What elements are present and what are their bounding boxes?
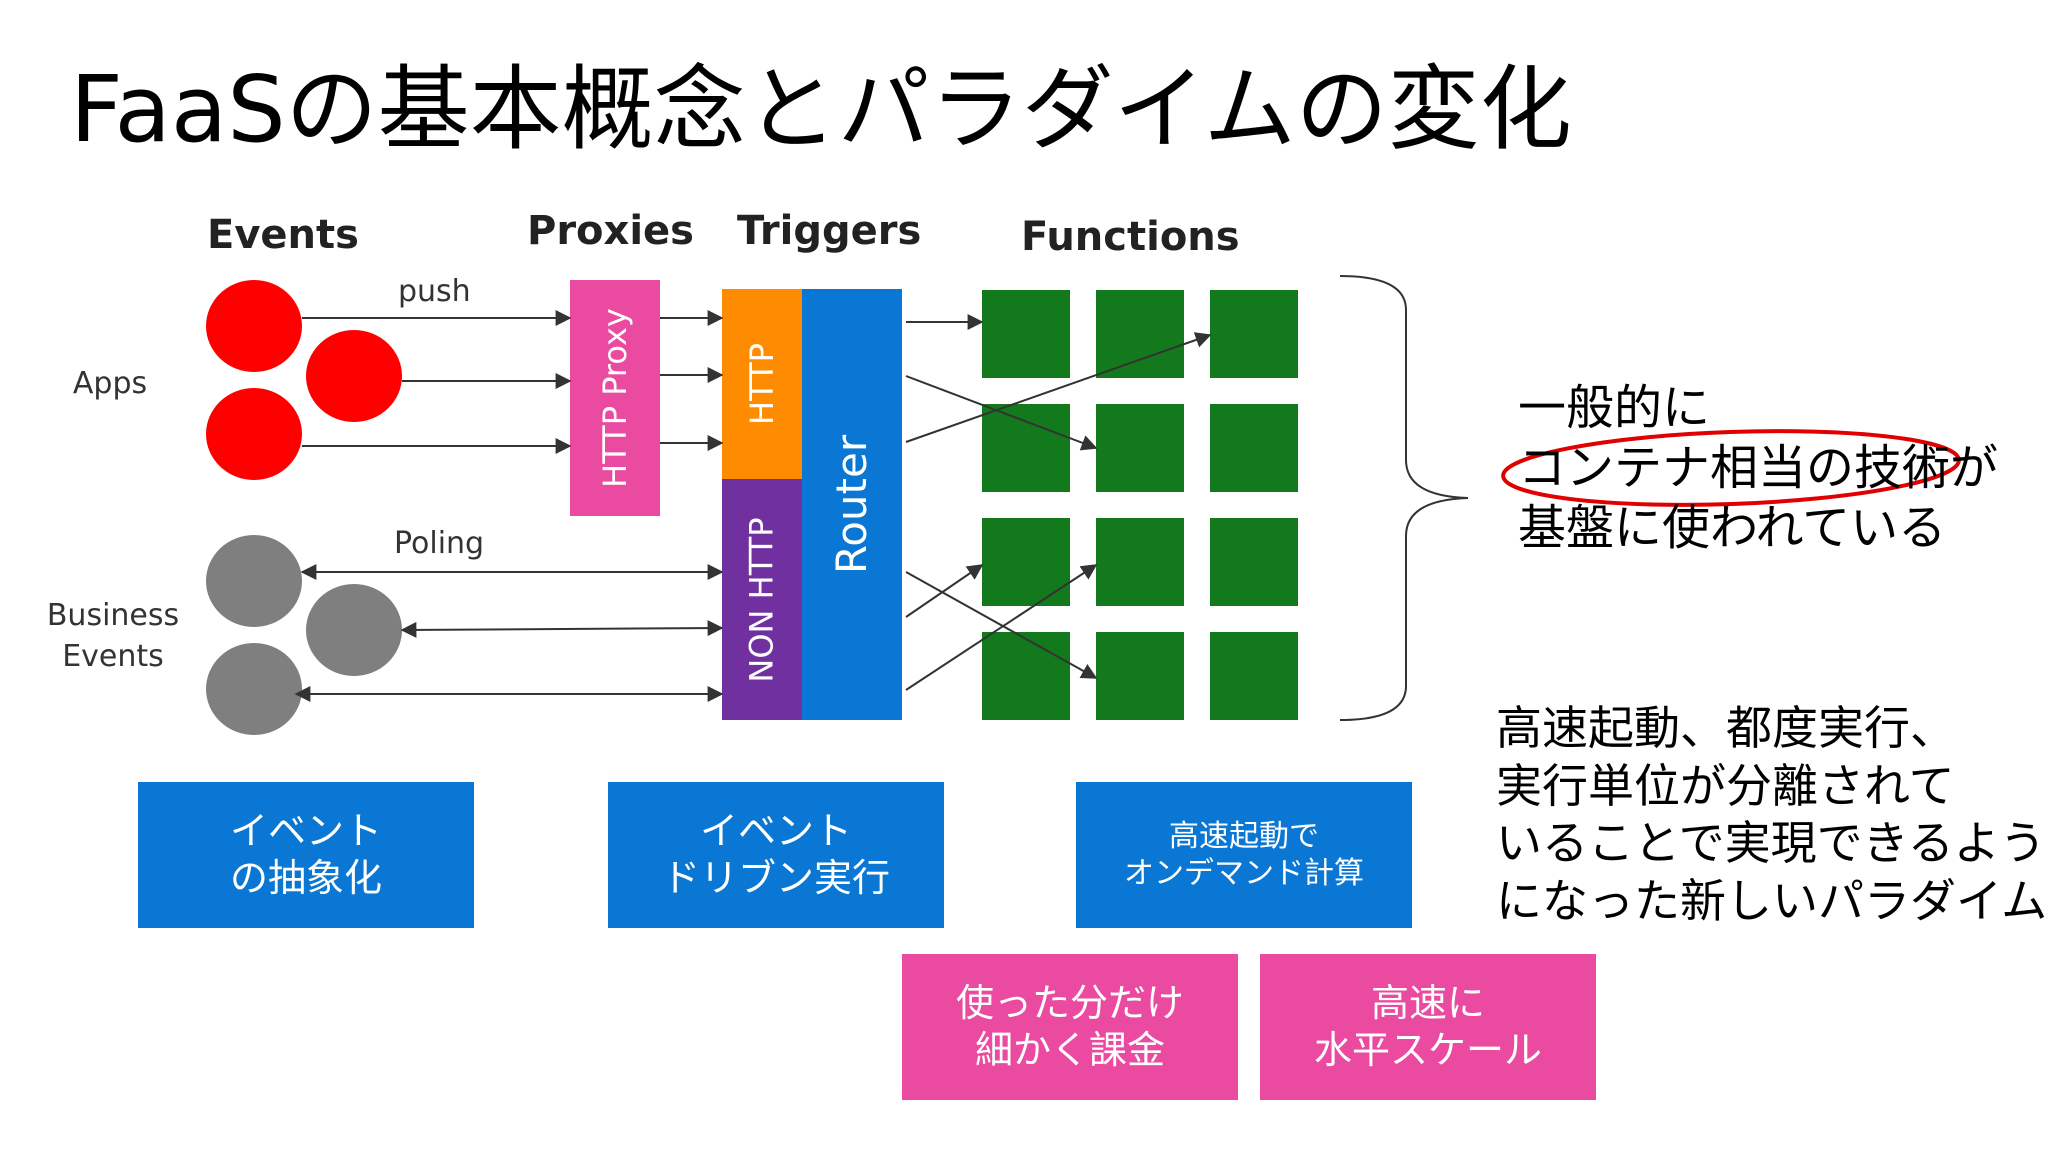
function-box bbox=[1210, 632, 1298, 720]
router-to-function-arrow bbox=[905, 564, 984, 618]
feature-scale: 高速に 水平スケール bbox=[1260, 954, 1596, 1100]
feature-billing: 使った分だけ 細かく課金 bbox=[902, 954, 1238, 1100]
function-box bbox=[982, 404, 1070, 492]
router-to-function-arrow bbox=[905, 564, 1098, 691]
router-box: Router bbox=[802, 289, 902, 720]
highlight-ellipse bbox=[1501, 429, 1961, 507]
proxies-heading: Proxies bbox=[527, 208, 694, 254]
function-box bbox=[1210, 518, 1298, 606]
slide-title: FaaSの基本概念とパラダイムの変化 bbox=[70, 56, 1572, 163]
functions-heading: Functions bbox=[1021, 214, 1240, 260]
feature-event-driven: イベント ドリブン実行 bbox=[608, 782, 944, 928]
push-label: push bbox=[398, 274, 471, 309]
functions-brace bbox=[1339, 275, 1469, 721]
business-events-label: Business Events bbox=[46, 598, 180, 674]
apps-event-circle bbox=[206, 280, 302, 372]
feature-event-abstraction: イベント の抽象化 bbox=[138, 782, 474, 928]
feature-on-demand: 高速起動で オンデマンド計算 bbox=[1076, 782, 1412, 928]
events-heading: Events bbox=[207, 212, 359, 258]
function-box bbox=[1210, 404, 1298, 492]
paradigm-note: 高速起動、都度実行、 実行単位が分離されて いることで実現できるよう になった新… bbox=[1496, 701, 2048, 928]
http-trigger-box: HTTP bbox=[722, 289, 802, 479]
polling-arrow bbox=[400, 620, 724, 638]
container-note: 一般的に コンテナ相当の技術が 基盤に使われている bbox=[1518, 380, 1999, 556]
http-proxy-box: HTTP Proxy bbox=[570, 280, 660, 516]
function-box bbox=[982, 632, 1070, 720]
function-box bbox=[1096, 404, 1184, 492]
triggers-heading: Triggers bbox=[737, 208, 922, 254]
apps-event-circle bbox=[306, 330, 402, 422]
function-box bbox=[1096, 290, 1184, 378]
function-box bbox=[982, 290, 1070, 378]
business-event-circle bbox=[206, 643, 302, 735]
function-box bbox=[1096, 518, 1184, 606]
poling-label: Poling bbox=[394, 526, 485, 561]
function-box bbox=[1096, 632, 1184, 720]
non-http-trigger-box: NON HTTP bbox=[722, 479, 802, 720]
apps-event-circle bbox=[206, 388, 302, 480]
router-to-function-arrow bbox=[905, 571, 1098, 679]
apps-label: Apps bbox=[72, 366, 148, 401]
router-to-function-arrow bbox=[905, 332, 1212, 443]
business-event-circle bbox=[306, 584, 402, 676]
function-box bbox=[1210, 290, 1298, 378]
business-event-circle bbox=[206, 535, 302, 627]
router-to-function-arrow bbox=[905, 375, 1098, 451]
